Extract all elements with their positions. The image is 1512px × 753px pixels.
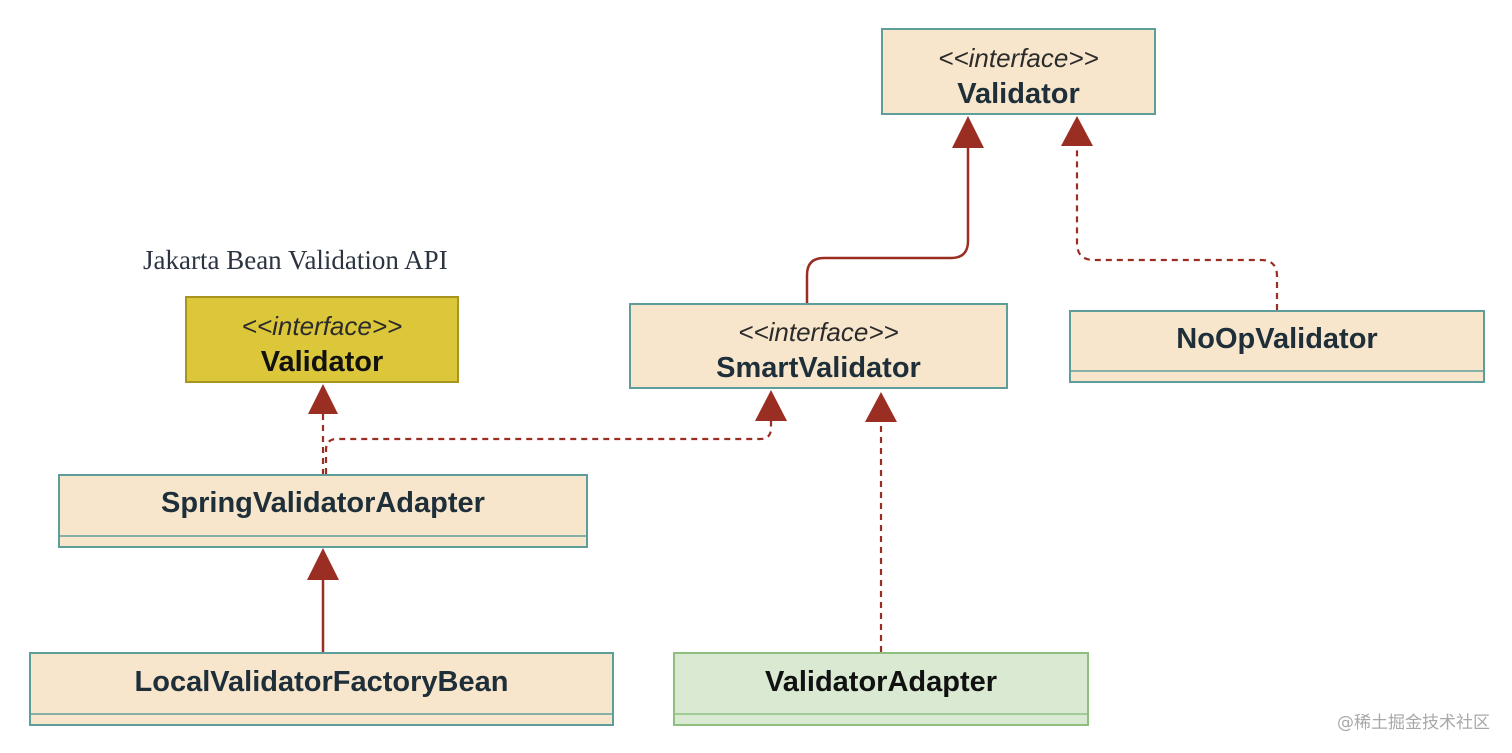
arrowhead-smartvalidator-right	[865, 392, 897, 422]
node-smartvalidator-interface: <<interface>> SmartValidator	[629, 303, 1008, 389]
node-jakarta-validator-interface: <<interface>> Validator	[185, 296, 459, 383]
jakarta-validator-stereotype: <<interface>>	[242, 311, 402, 341]
validator-stereotype: <<interface>>	[938, 43, 1098, 73]
watermark-text: @稀土掘金技术社区	[1337, 713, 1490, 733]
validatoradapter-name: ValidatorAdapter	[765, 666, 997, 698]
arrowhead-validator-right	[1061, 116, 1093, 146]
node-localvalidatorfactorybean-class: LocalValidatorFactoryBean	[29, 652, 614, 726]
noopvalidator-name: NoOpValidator	[1176, 323, 1377, 355]
node-validator-interface: <<interface>> Validator	[881, 28, 1156, 115]
localvalidatorfactorybean-name: LocalValidatorFactoryBean	[135, 666, 509, 698]
edge-noop-implements-validator	[1075, 146, 1279, 310]
springvalidatoradapter-name: SpringValidatorAdapter	[161, 487, 485, 519]
arrowhead-smartvalidator-left	[755, 390, 787, 421]
arrowhead-validator-left	[952, 116, 984, 148]
node-springvalidatoradapter-class: SpringValidatorAdapter	[58, 474, 588, 548]
edge-springadapter-implements-smartvalidator	[324, 421, 773, 474]
jakarta-api-caption: Jakarta Bean Validation API	[143, 245, 448, 275]
node-validatoradapter-class: ValidatorAdapter	[673, 652, 1089, 726]
validator-name: Validator	[957, 78, 1080, 110]
jakarta-validator-name: Validator	[261, 346, 384, 378]
node-noopvalidator-class: NoOpValidator	[1069, 310, 1485, 383]
edge-smartvalidator-extends-validator	[805, 148, 970, 304]
arrowhead-jakarta-validator	[308, 384, 338, 414]
arrowhead-springadapter	[307, 548, 339, 580]
smartvalidator-stereotype: <<interface>>	[738, 317, 898, 347]
smartvalidator-name: SmartValidator	[716, 352, 921, 384]
